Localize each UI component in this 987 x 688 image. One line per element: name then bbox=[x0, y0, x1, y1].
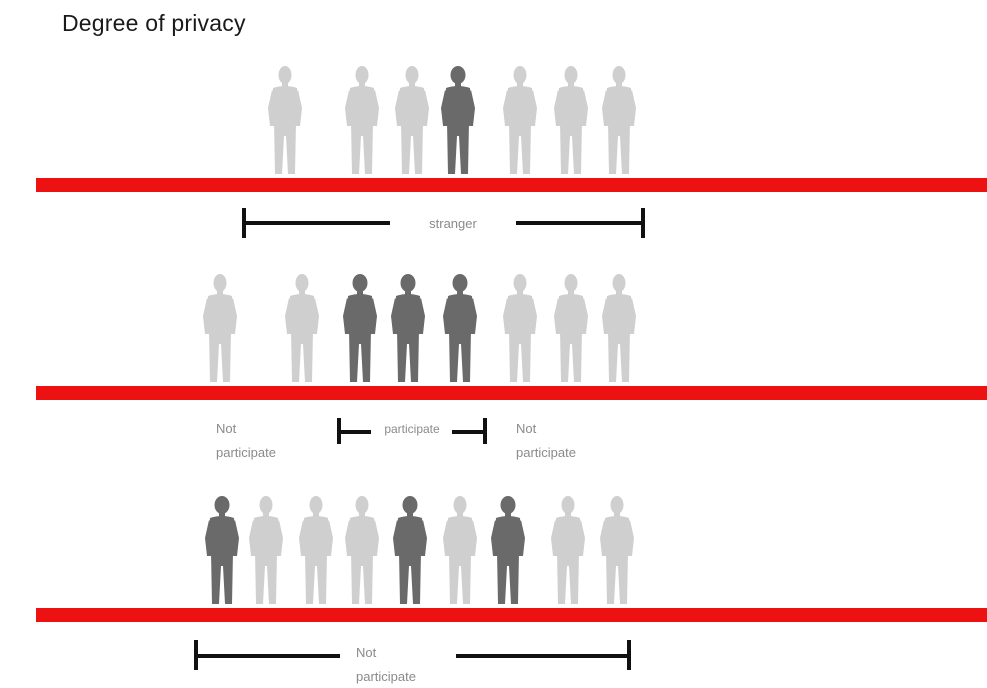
bracket-right-line bbox=[516, 221, 644, 225]
bystander-figure-icon bbox=[551, 64, 591, 181]
label-line1: Not bbox=[356, 645, 377, 660]
ground-bar-3 bbox=[36, 608, 987, 622]
participant-figure-icon bbox=[440, 272, 480, 389]
bystander-figure-icon bbox=[342, 494, 382, 611]
bystander-figure-icon bbox=[342, 64, 382, 181]
bracket-right-line bbox=[456, 654, 630, 658]
bystander-figure-icon bbox=[265, 64, 305, 181]
bystander-figure-icon bbox=[440, 494, 480, 611]
bystander-figure-icon bbox=[599, 64, 639, 181]
bystander-figure-icon bbox=[282, 272, 322, 389]
label-left-line2: participate bbox=[216, 445, 276, 460]
participant-figure-icon bbox=[388, 272, 428, 389]
label-right-line2: participate bbox=[516, 445, 576, 460]
ground-bar-2 bbox=[36, 386, 987, 400]
bystander-figure-icon bbox=[392, 64, 432, 181]
bystander-figure-icon bbox=[246, 494, 286, 611]
participant-figure-icon bbox=[340, 272, 380, 389]
bracket-right-line bbox=[452, 430, 486, 434]
label-right-line1: Not bbox=[516, 421, 537, 436]
bystander-figure-icon bbox=[597, 494, 637, 611]
bracket-right-tick bbox=[641, 208, 645, 238]
bracket-left-line bbox=[194, 654, 340, 658]
bystander-figure-icon bbox=[548, 494, 588, 611]
participant-figure-icon bbox=[438, 64, 478, 181]
label-line2: participate bbox=[356, 669, 416, 684]
bracket-left-line bbox=[337, 430, 371, 434]
bracket-right-tick bbox=[483, 418, 487, 444]
bracket-left-line bbox=[242, 221, 390, 225]
ground-bar-1 bbox=[36, 178, 987, 192]
label-left-line1: Not bbox=[216, 421, 237, 436]
label-stranger: stranger bbox=[429, 216, 477, 231]
label-not-participate: Not participate bbox=[356, 644, 416, 685]
bystander-figure-icon bbox=[296, 494, 336, 611]
label-right-not-participate: Not participate bbox=[516, 420, 576, 461]
label-left-not-participate: Not participate bbox=[216, 420, 276, 461]
bystander-figure-icon bbox=[200, 272, 240, 389]
participant-figure-icon bbox=[488, 494, 528, 611]
participant-figure-icon bbox=[202, 494, 242, 611]
bystander-figure-icon bbox=[500, 64, 540, 181]
label-participate: participate bbox=[384, 422, 440, 436]
bystander-figure-icon bbox=[599, 272, 639, 389]
participant-figure-icon bbox=[390, 494, 430, 611]
page-title: Degree of privacy bbox=[62, 10, 246, 36]
bystander-figure-icon bbox=[500, 272, 540, 389]
bystander-figure-icon bbox=[551, 272, 591, 389]
bracket-right-tick bbox=[627, 640, 631, 670]
